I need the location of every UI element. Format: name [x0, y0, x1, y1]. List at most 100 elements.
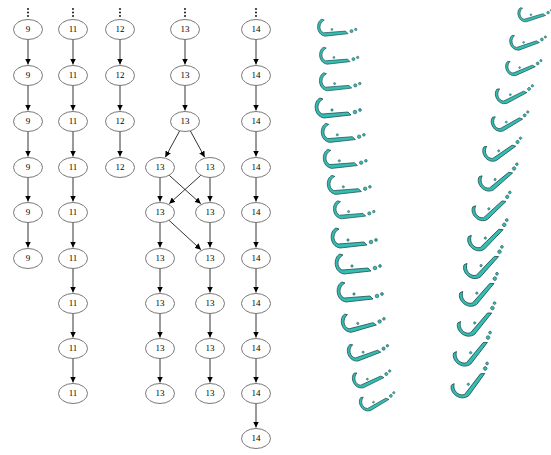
graph-node: 11 — [58, 248, 88, 269]
graph-node: 11 — [58, 202, 88, 223]
graph-node: 13 — [145, 202, 175, 223]
graph-node: 9 — [13, 202, 43, 223]
graph-node: 13 — [170, 65, 200, 86]
connector-arrow — [28, 132, 29, 157]
connector-arrow — [120, 86, 121, 111]
node-number: 13 — [181, 25, 190, 34]
node-number: 9 — [26, 254, 31, 263]
graph-node: 14 — [241, 157, 271, 178]
dotted-continuation — [27, 8, 257, 17]
node-number: 9 — [26, 117, 31, 126]
connector-arrow — [120, 40, 121, 65]
node-number: 13 — [206, 389, 215, 398]
connector-arrow — [28, 40, 29, 65]
node-number: 9 — [26, 163, 31, 172]
connector-arrow — [73, 359, 74, 383]
connector-arrow — [160, 359, 161, 383]
node-number: 11 — [69, 254, 78, 263]
graph-node: 13 — [195, 157, 225, 178]
connector-arrow — [185, 86, 186, 111]
graph-node: 12 — [105, 157, 135, 178]
connector-arrow — [210, 314, 211, 338]
graph-node: 13 — [145, 248, 175, 269]
graph-node: 13 — [170, 19, 200, 40]
graph-node: 14 — [241, 248, 271, 269]
node-number: 13 — [156, 208, 165, 217]
node-number: 13 — [156, 254, 165, 263]
node-number: 13 — [156, 389, 165, 398]
connector-arrow — [190, 131, 204, 157]
connector-arrow — [73, 223, 74, 248]
graph-node: 9 — [13, 248, 43, 269]
connector-arrow — [256, 86, 257, 111]
graph-node: 13 — [145, 157, 175, 178]
node-number: 13 — [206, 163, 215, 172]
graph-node: 11 — [58, 111, 88, 132]
graph-node: 13 — [195, 383, 225, 404]
node-number: 14 — [252, 389, 261, 398]
connector-arrow — [169, 175, 201, 203]
graph-node: 12 — [105, 19, 135, 40]
connector-arrow — [256, 223, 257, 248]
connector-arrow — [210, 359, 211, 383]
node-number: 12 — [116, 163, 125, 172]
connector-arrow — [256, 269, 257, 293]
node-number: 14 — [252, 254, 261, 263]
node-number: 13 — [206, 344, 215, 353]
connector-arrow — [169, 220, 201, 249]
node-number: 14 — [252, 25, 261, 34]
node-number: 9 — [26, 25, 31, 34]
graph-node: 13 — [145, 293, 175, 314]
graph-node: 11 — [58, 383, 88, 404]
connector-arrow — [28, 223, 29, 248]
graph-node: 13 — [170, 111, 200, 132]
connector-arrow — [210, 269, 211, 293]
graph-node: 14 — [241, 383, 271, 404]
connector-arrow — [73, 86, 74, 111]
graph-node: 9 — [13, 19, 43, 40]
node-number: 11 — [69, 71, 78, 80]
node-number: 13 — [206, 254, 215, 263]
graph-node: 9 — [13, 65, 43, 86]
connector-arrow — [120, 132, 121, 157]
node-number: 14 — [252, 163, 261, 172]
node-number: 11 — [69, 389, 78, 398]
connector-arrow — [165, 131, 179, 157]
graph-node: 9 — [13, 157, 43, 178]
node-number: 11 — [69, 117, 78, 126]
node-number: 14 — [252, 71, 261, 80]
graph-node: 11 — [58, 19, 88, 40]
graph-node: 11 — [58, 338, 88, 359]
connector-arrow — [160, 269, 161, 293]
shape-sequence-right — [448, 1, 551, 402]
connector-arrow — [73, 40, 74, 65]
connector-arrow — [256, 40, 257, 65]
shape-sequence-left — [315, 19, 397, 413]
connector-arrow — [73, 314, 74, 338]
connector-arrow — [256, 178, 257, 202]
node-number: 11 — [69, 25, 78, 34]
connector-arrow — [160, 223, 161, 248]
connector-arrow — [160, 314, 161, 338]
connector-arrow — [160, 178, 161, 202]
node-number: 13 — [181, 117, 190, 126]
graph-node: 14 — [241, 65, 271, 86]
connector-arrow — [256, 314, 257, 338]
graph-node: 13 — [195, 293, 225, 314]
graph-node: 12 — [105, 111, 135, 132]
node-number: 14 — [252, 434, 261, 443]
node-number: 11 — [69, 299, 78, 308]
node-number: 14 — [252, 117, 261, 126]
graph-node: 11 — [58, 293, 88, 314]
graph-node: 13 — [195, 338, 225, 359]
node-number: 9 — [26, 71, 31, 80]
node-number: 13 — [156, 163, 165, 172]
node-number: 12 — [116, 25, 125, 34]
node-number: 12 — [116, 71, 125, 80]
graph-node: 14 — [241, 111, 271, 132]
graph-node: 14 — [241, 428, 271, 449]
connector-arrow — [256, 132, 257, 157]
node-number: 13 — [206, 299, 215, 308]
connector-arrow — [185, 40, 186, 65]
connector-arrow — [73, 132, 74, 157]
